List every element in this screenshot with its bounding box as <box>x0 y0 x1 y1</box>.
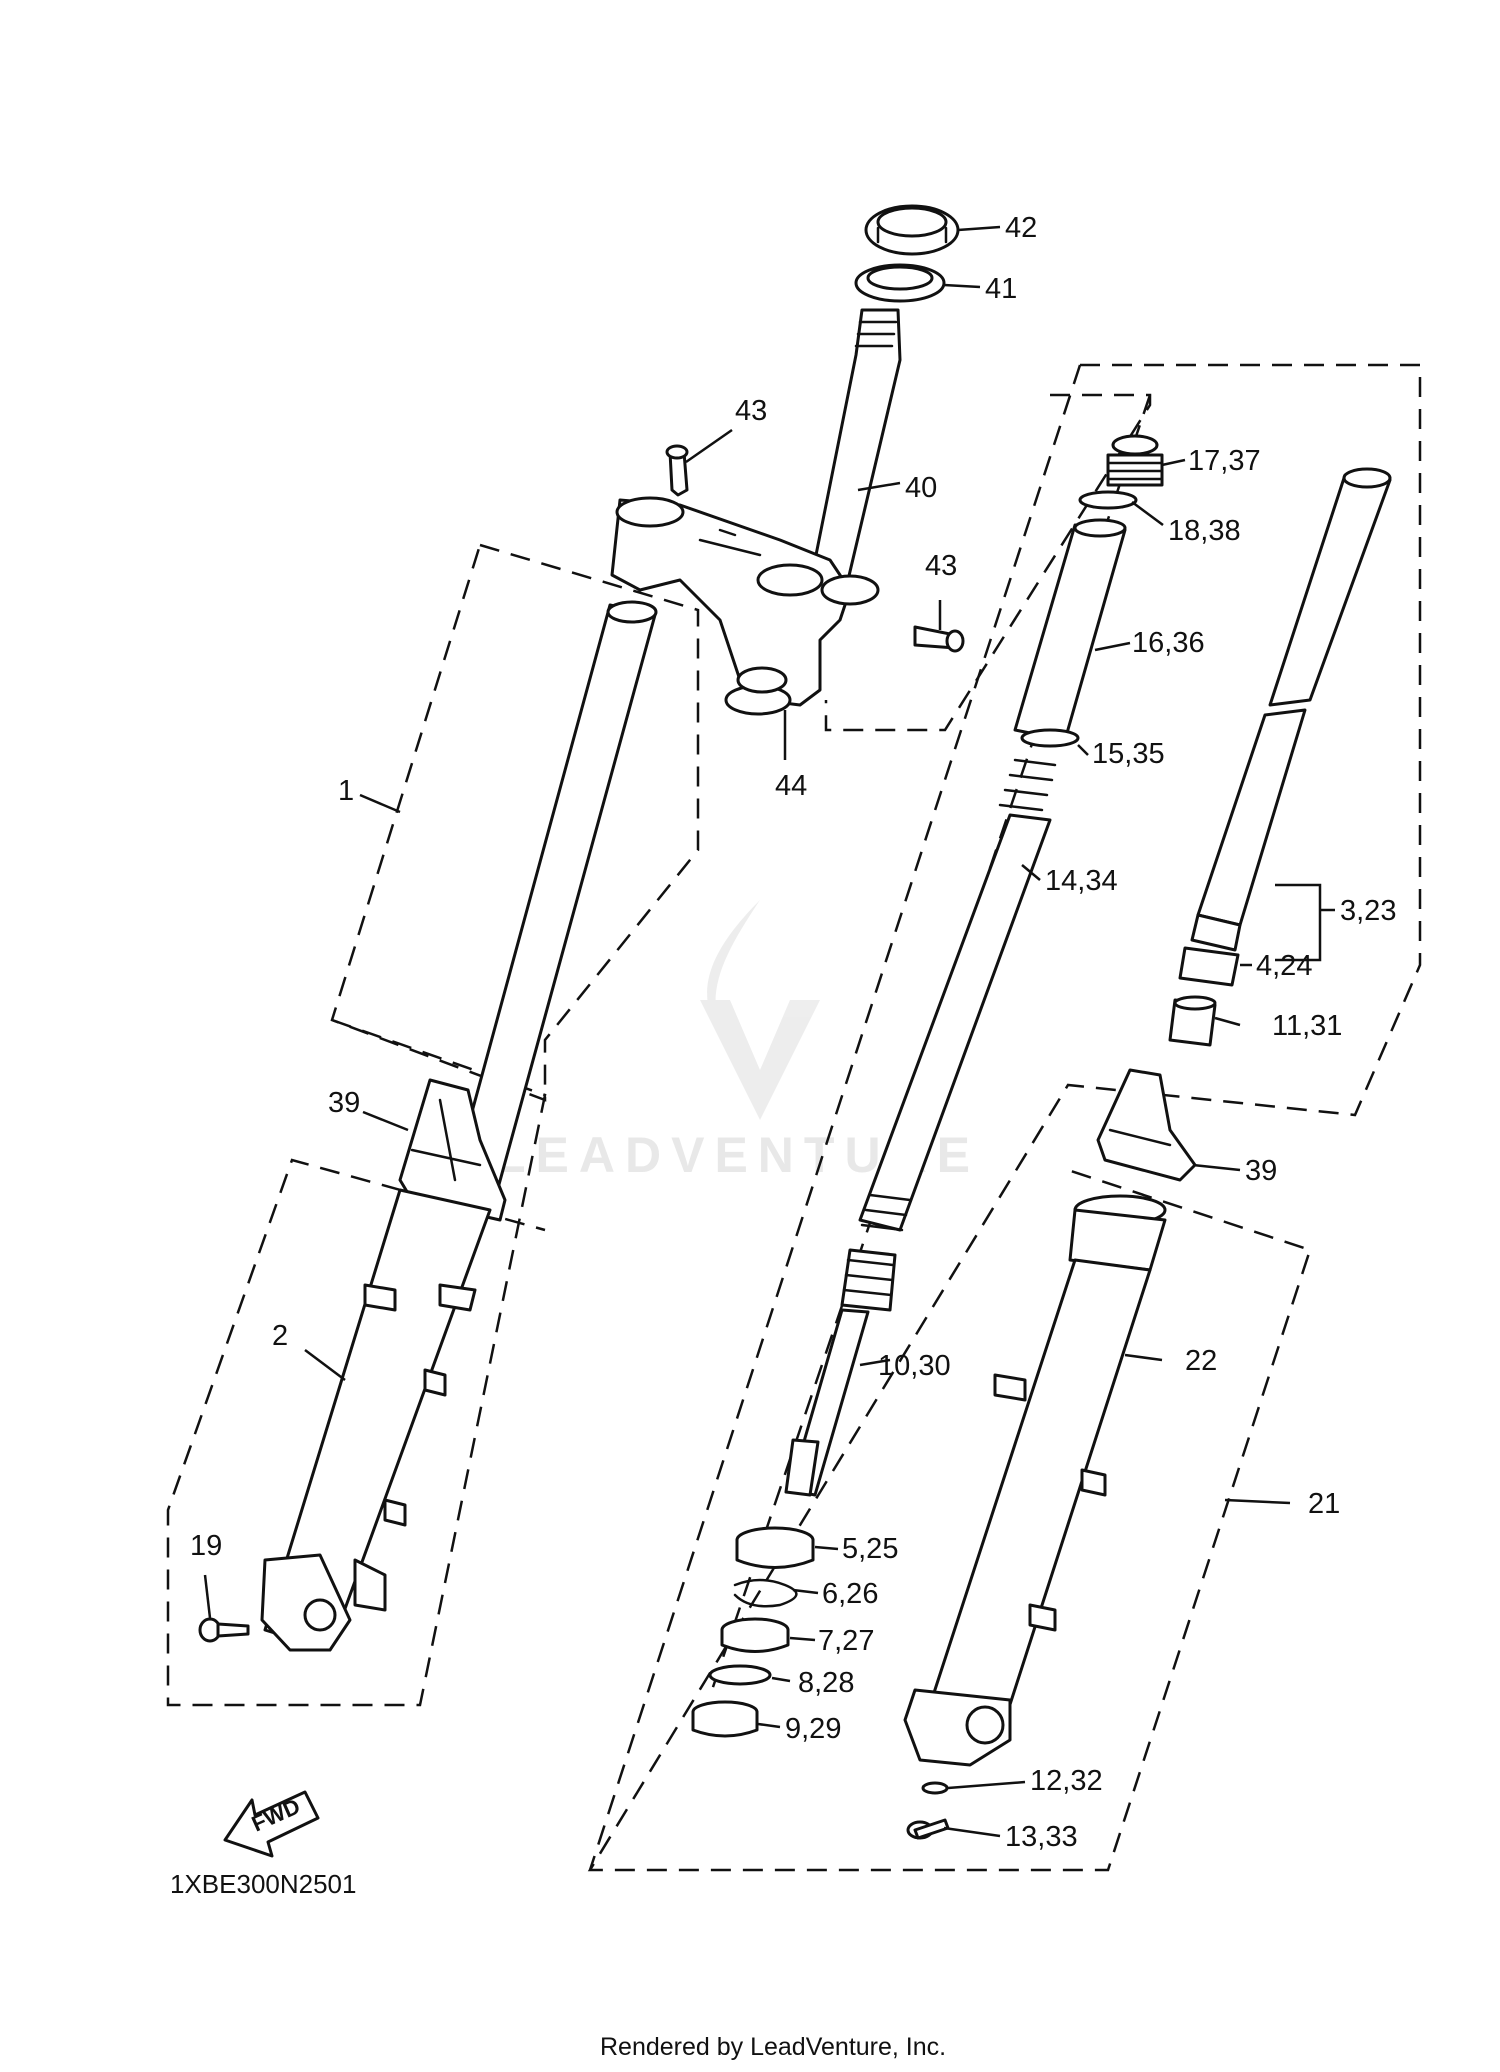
callout-15-35: 15,35 <box>1092 738 1165 770</box>
clip-part-6 <box>733 1578 798 1608</box>
callout-10-30: 10,30 <box>878 1350 951 1382</box>
callout-18-38: 18,38 <box>1168 515 1241 547</box>
damper-group-outline <box>824 393 1152 732</box>
bearing-race-part-41 <box>854 263 946 303</box>
callout-43-top: 43 <box>735 395 767 427</box>
bushing-part-8 <box>708 1664 772 1686</box>
rendered-by-credit: Rendered by LeadVenture, Inc. <box>600 2033 946 2061</box>
callout-44: 44 <box>775 770 807 802</box>
spacer-part-16 <box>1013 518 1127 742</box>
oil-seal-part-5 <box>735 1526 815 1569</box>
washer-part-7 <box>720 1617 790 1653</box>
callout-17-37: 17,37 <box>1188 445 1261 477</box>
callout-7-27: 7,27 <box>818 1625 874 1657</box>
leader-lines <box>203 225 1335 1838</box>
lower-bracket <box>610 496 880 707</box>
bolt-part-43-top <box>665 444 689 497</box>
bolt-part-19 <box>198 1617 250 1643</box>
callout-13-33: 13,33 <box>1005 1821 1078 1853</box>
cap-part-17 <box>1106 434 1164 487</box>
left-outer-tube <box>446 600 658 1212</box>
callout-22: 22 <box>1185 1345 1217 1377</box>
bolt-part-13 <box>906 1818 950 1840</box>
callout-40: 40 <box>905 472 937 504</box>
callout-39-right: 39 <box>1245 1155 1277 1187</box>
callout-41: 41 <box>985 273 1017 305</box>
callout-3-23: 3,23 <box>1340 895 1396 927</box>
inner-tube-group-outline <box>166 1018 547 1707</box>
damper-rod-part-10 <box>784 1248 897 1497</box>
left-inner-tube-part-2 <box>260 1188 492 1652</box>
washer-part-15 <box>1020 728 1080 748</box>
right-inner-tube-part-22 <box>903 1194 1167 1767</box>
callout-21: 21 <box>1308 1488 1340 1520</box>
callout-labels: 42 41 43 40 43 44 1 17,37 18,38 16,36 15… <box>190 212 1396 1853</box>
callout-9-29: 9,29 <box>785 1713 841 1745</box>
callout-42: 42 <box>1005 212 1037 244</box>
right-guard-part-39 <box>1096 1068 1197 1182</box>
diagram-code: 1XBE300N2501 <box>170 1869 356 1899</box>
bushing-part-9 <box>691 1700 759 1738</box>
bushing-part-4 <box>1178 946 1240 987</box>
callout-14-34: 14,34 <box>1045 865 1118 897</box>
callout-8-28: 8,28 <box>798 1667 854 1699</box>
callout-6-26: 6,26 <box>822 1578 878 1610</box>
o-ring-part-18 <box>1078 490 1138 510</box>
washer-part-12 <box>921 1781 949 1795</box>
steering-stem-part-40 <box>810 308 902 582</box>
callout-16-36: 16,36 <box>1132 627 1205 659</box>
callout-19: 19 <box>190 1530 222 1562</box>
fwd-arrow-icon: FWD <box>223 1790 320 1858</box>
callout-2: 2 <box>272 1320 288 1352</box>
callout-39-left: 39 <box>328 1087 360 1119</box>
bushing-part-11 <box>1168 995 1217 1047</box>
callout-5-25: 5,25 <box>842 1533 898 1565</box>
callout-11-31: 11,31 <box>1272 1010 1342 1042</box>
callout-12-32: 12,32 <box>1030 1765 1103 1797</box>
fork-tube-divider <box>588 364 1082 1871</box>
callout-1: 1 <box>338 775 354 807</box>
bolt-part-43-side <box>913 625 965 653</box>
callout-4-24: 4,24 <box>1256 950 1312 982</box>
upper-bearing-part-42 <box>864 204 960 256</box>
fork-assembly-21-outline <box>587 363 1422 1872</box>
right-outer-tube-part-3 <box>1190 467 1392 952</box>
left-guard-part-39 <box>398 1078 507 1222</box>
nut-part-44 <box>724 666 792 716</box>
callout-43-side: 43 <box>925 550 957 582</box>
spring-part-14 <box>858 758 1057 1232</box>
